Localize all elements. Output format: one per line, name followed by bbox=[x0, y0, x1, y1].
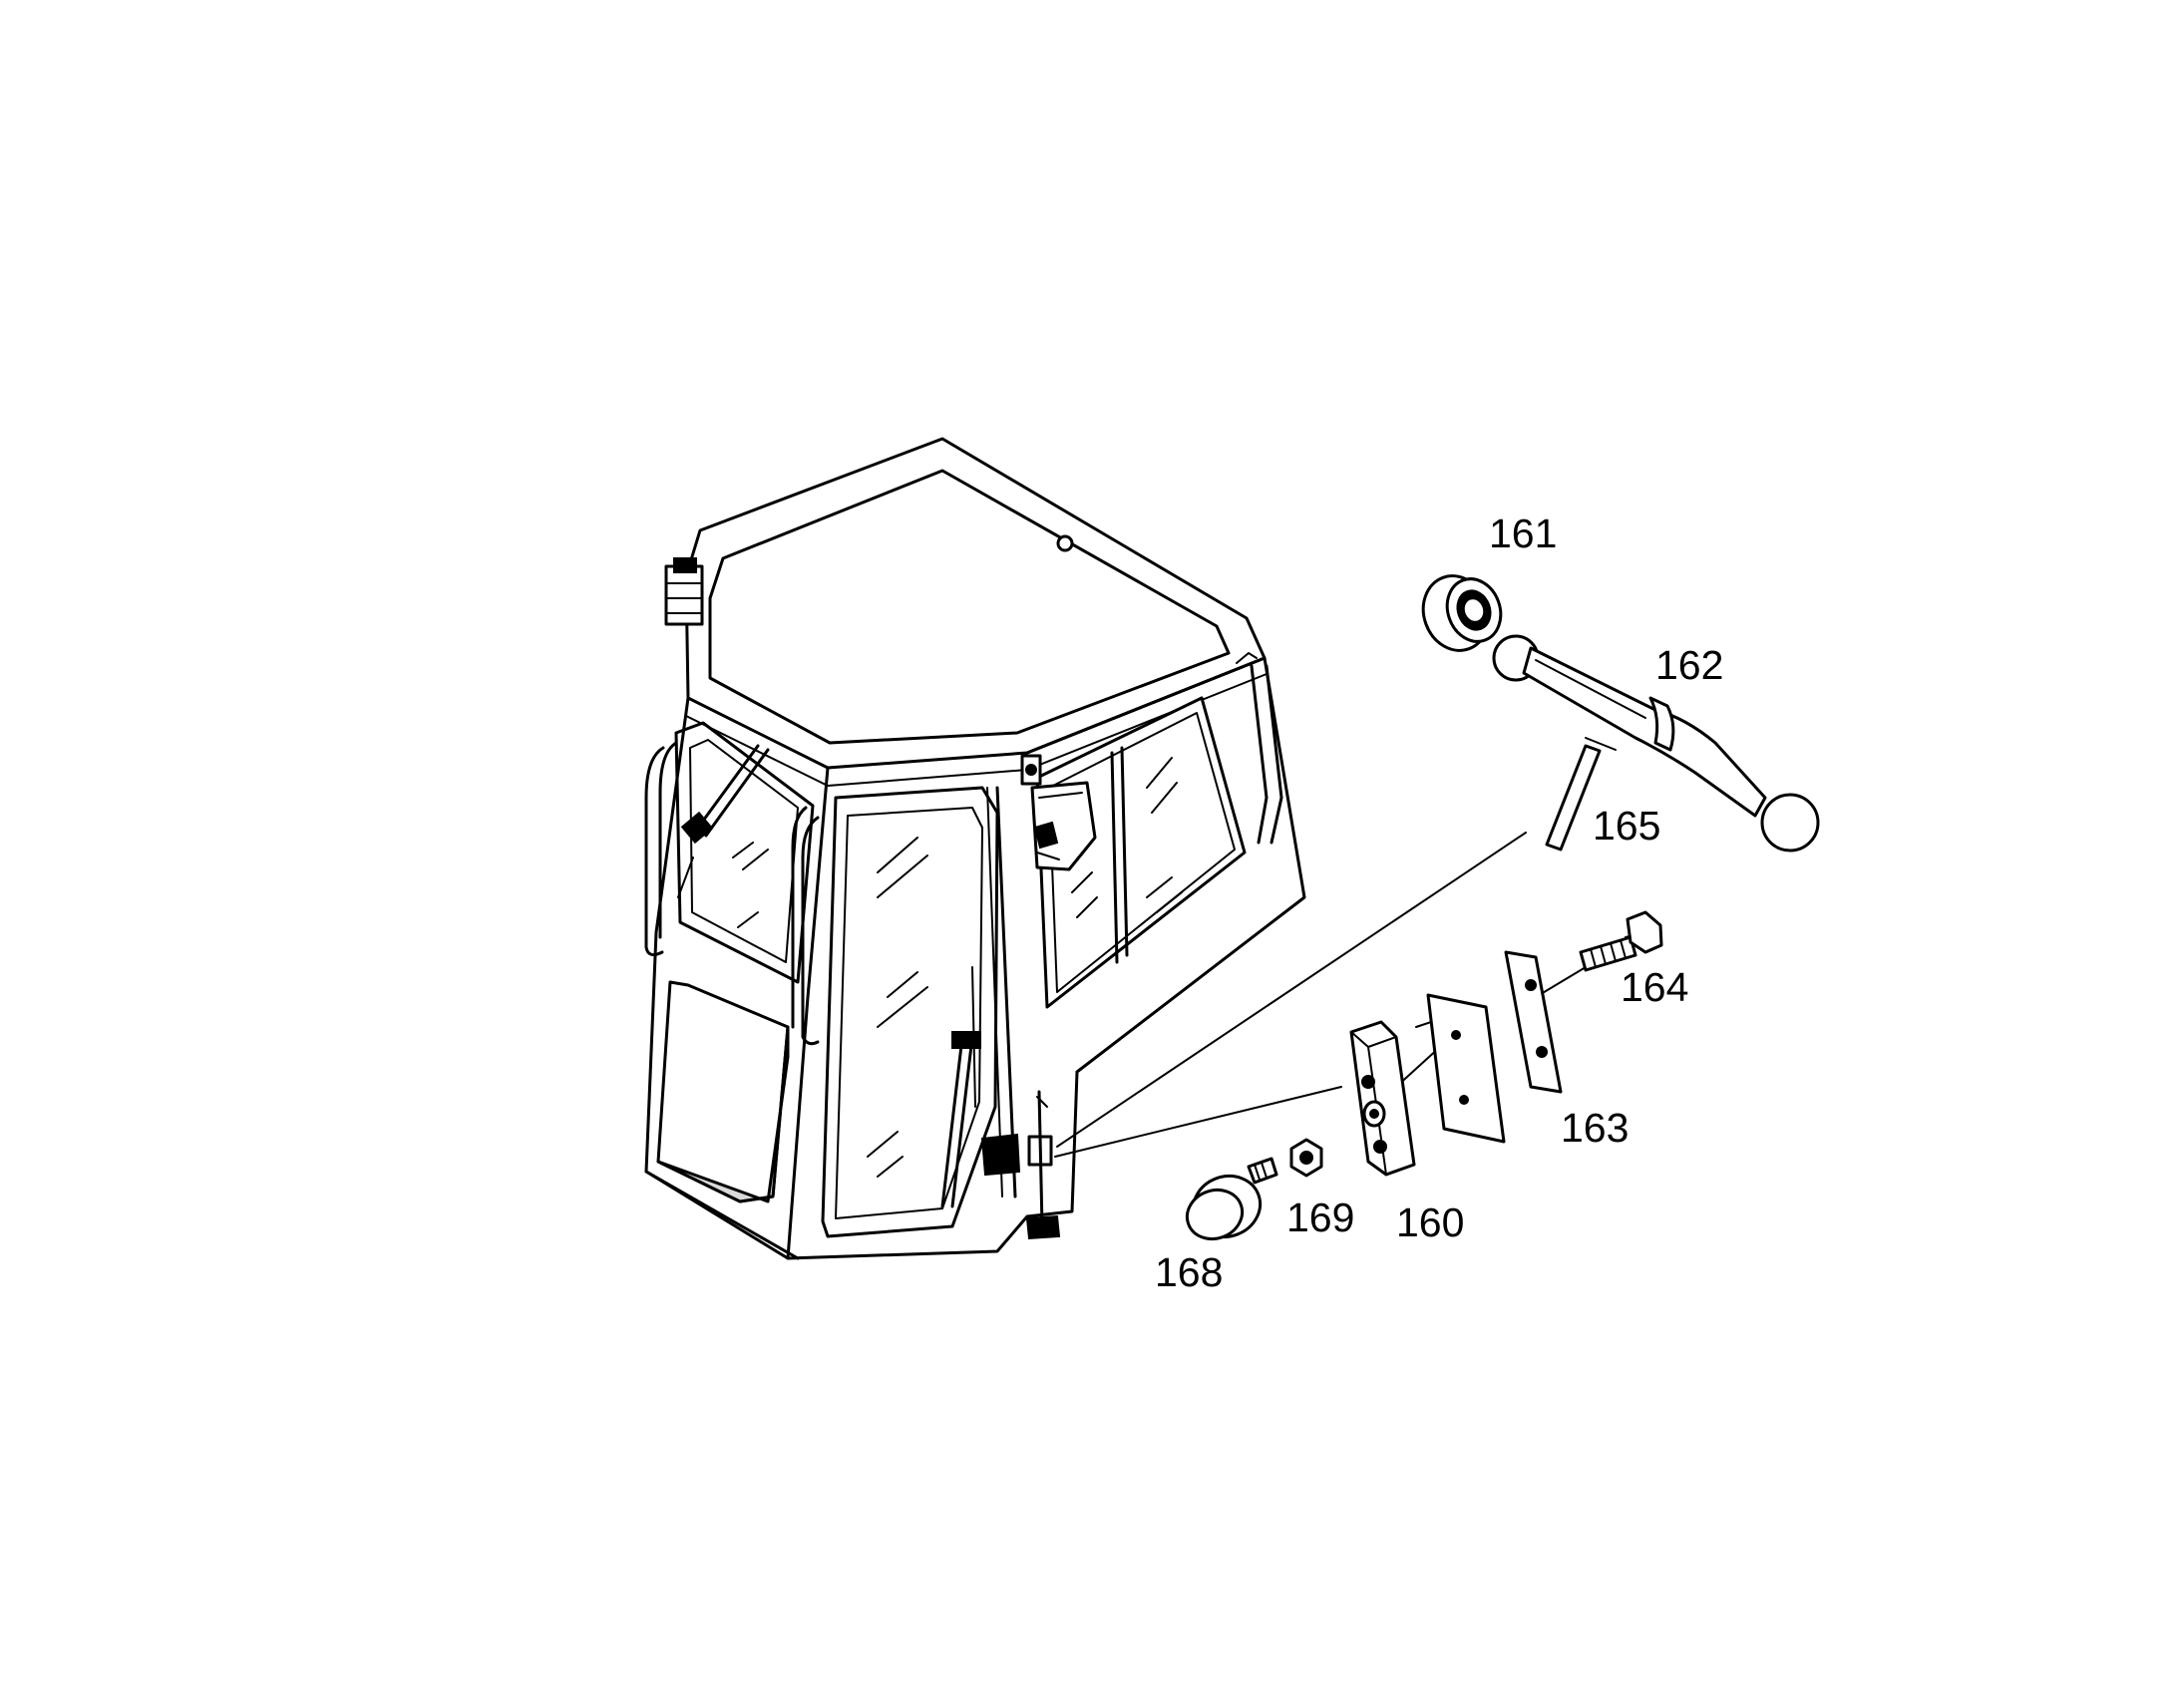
part-165-pin bbox=[1545, 744, 1602, 852]
front-wiper bbox=[940, 966, 981, 1208]
part-163-plate bbox=[1504, 950, 1563, 1094]
cab-mount-bracket bbox=[980, 1090, 1061, 1240]
rear-wiper bbox=[677, 744, 770, 898]
callout-165: 165 bbox=[1593, 803, 1660, 849]
part-161-ball-socket bbox=[1421, 574, 1503, 652]
callout-163: 163 bbox=[1561, 1105, 1629, 1151]
part-164-bolt bbox=[1579, 910, 1663, 972]
callout-169: 169 bbox=[1286, 1195, 1354, 1240]
callout-168: 168 bbox=[1155, 1249, 1223, 1295]
part-168-knob bbox=[1185, 1157, 1278, 1241]
callout-160: 160 bbox=[1396, 1199, 1464, 1245]
callout-164: 164 bbox=[1621, 964, 1688, 1010]
part-pad bbox=[1426, 993, 1506, 1144]
roof-dome-light bbox=[1056, 534, 1074, 552]
part-169-nut bbox=[1289, 1138, 1323, 1178]
part-162-control-lever bbox=[1492, 634, 1820, 853]
beacon-light bbox=[664, 557, 704, 626]
callout-161: 161 bbox=[1489, 511, 1557, 556]
cab-assembly bbox=[644, 437, 1306, 1260]
callout-162: 162 bbox=[1655, 642, 1723, 688]
part-160-block bbox=[1349, 1020, 1416, 1177]
side-mirror bbox=[1020, 754, 1097, 871]
